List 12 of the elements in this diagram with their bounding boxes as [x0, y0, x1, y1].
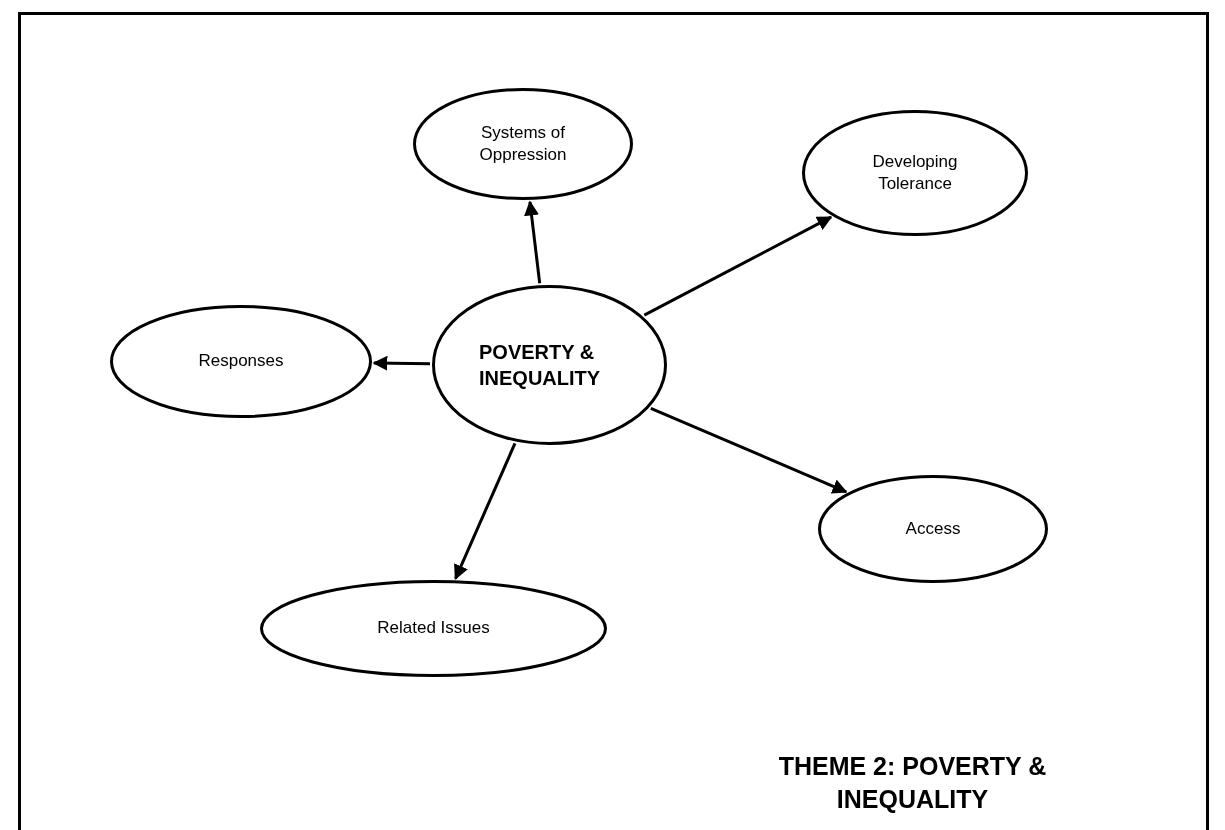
subtopic-label: Systems of Oppression [478, 121, 568, 166]
subtopic-label: Access [905, 517, 961, 540]
subtopic-label: Related Issues [377, 617, 490, 640]
arrow [650, 406, 848, 494]
arrow [454, 442, 517, 580]
subtopic-label: Developing Tolerance [871, 150, 959, 195]
arrow [524, 200, 542, 284]
arrow [372, 355, 431, 371]
diagram-title: THEME 2: POVERTY & INEQUALITY [777, 751, 1048, 815]
arrow [643, 215, 833, 317]
subtopic-label: Responses [198, 350, 284, 373]
central-topic: POVERTY & INEQUALITY [479, 340, 602, 391]
